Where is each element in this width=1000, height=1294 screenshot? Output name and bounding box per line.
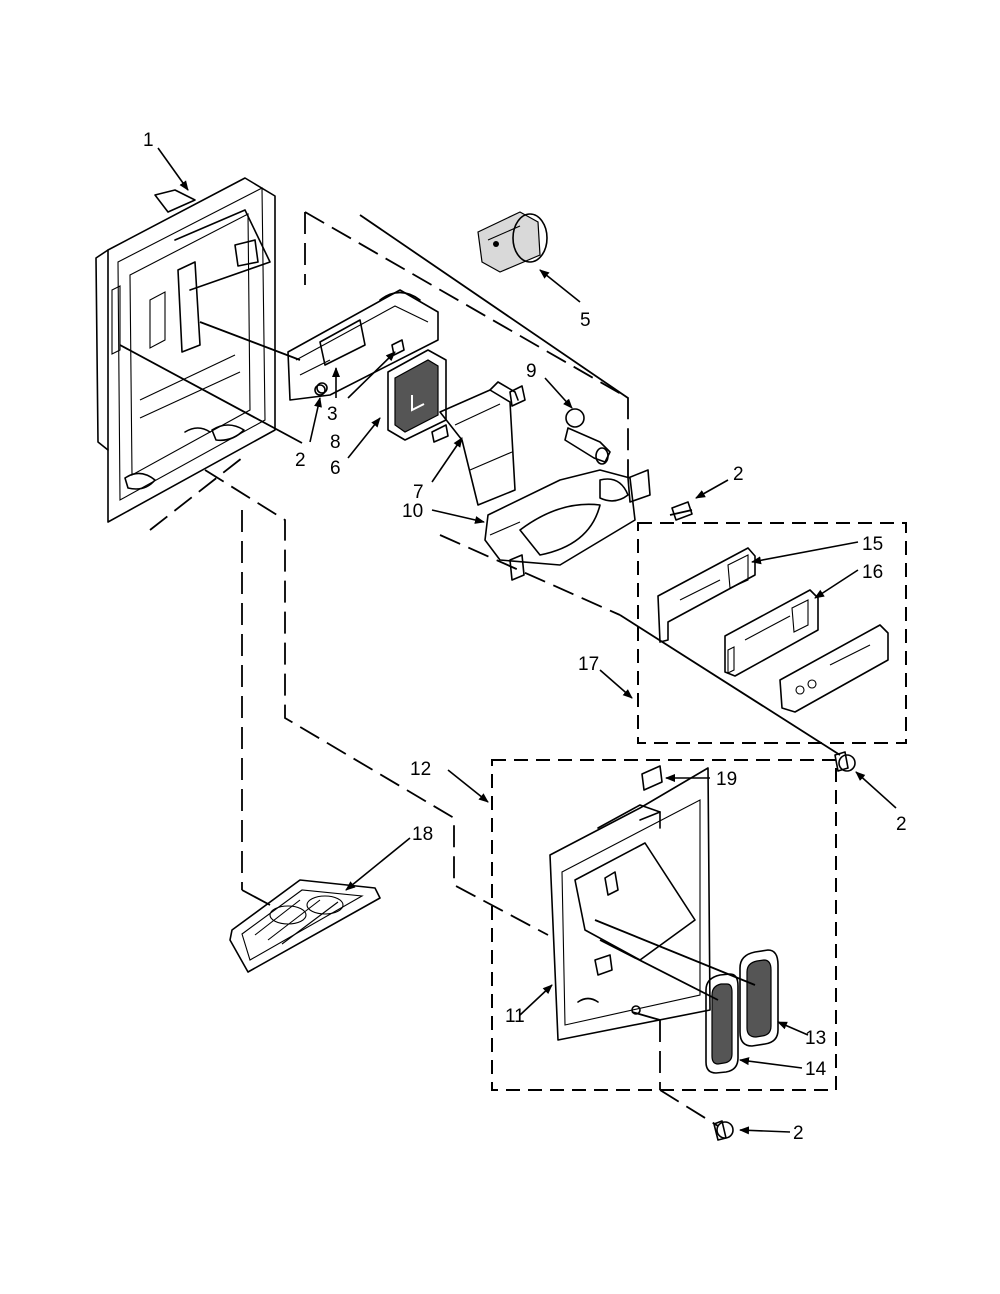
- callout-11: 11: [505, 1006, 525, 1027]
- callout-14: 14: [805, 1059, 827, 1080]
- leader-arrow-16: [814, 569, 859, 599]
- drip-tray-part[interactable]: [229, 879, 381, 973]
- callout-15: 15: [862, 534, 883, 555]
- paddle-part-14[interactable]: [705, 973, 739, 1074]
- motor-part[interactable]: [477, 211, 548, 273]
- connection-line: [594, 919, 756, 986]
- assembly-line: [439, 534, 621, 616]
- ice-chute-part[interactable]: [431, 381, 526, 506]
- leader-arrow-8: [347, 351, 396, 399]
- actuator-bracket-part[interactable]: [287, 289, 439, 401]
- screw-part-upper[interactable]: [671, 501, 693, 521]
- callout-13: 13: [805, 1028, 826, 1049]
- assembly-line: [659, 1089, 719, 1127]
- paddle-part-13[interactable]: [739, 949, 779, 1047]
- leader-arrow-18: [345, 837, 411, 891]
- mounting-bracket-part[interactable]: [627, 469, 651, 503]
- control-board-part-16[interactable]: [724, 589, 819, 677]
- screw-part-left[interactable]: [314, 384, 326, 396]
- connection-line: [241, 889, 271, 906]
- leader-arrow-7: [431, 437, 463, 483]
- assembly-line: [304, 211, 629, 478]
- callout-9: 9: [526, 361, 537, 382]
- leader-arrow-15: [751, 541, 859, 565]
- connection-line: [631, 1011, 661, 1021]
- leader-arrow-2c: [855, 771, 897, 809]
- connection-line: [599, 939, 719, 1001]
- callout-3: 3: [327, 404, 338, 425]
- leader-arrow-2a: [309, 397, 322, 443]
- callout-18: 18: [412, 824, 433, 845]
- leader-arrow-17: [599, 669, 633, 699]
- dispenser-housing-part[interactable]: [95, 177, 276, 523]
- callout-5: 5: [580, 310, 591, 331]
- leader-arrow-1: [157, 147, 189, 191]
- callout-6: 6: [330, 458, 341, 479]
- callout-12: 12: [410, 759, 431, 780]
- chute-door-part[interactable]: [387, 349, 447, 441]
- leader-arrow-13: [777, 1021, 809, 1036]
- leader-arrow-9: [544, 377, 573, 409]
- leader-arrow-2b: [695, 479, 729, 499]
- leader-arrow-14: [739, 1057, 803, 1069]
- leader-arrow-5: [539, 269, 581, 303]
- callout-1: 1: [143, 130, 154, 151]
- connection-line: [669, 509, 693, 516]
- leader-arrow-11: [519, 984, 553, 1016]
- callout-8: 8: [330, 432, 341, 453]
- callout-19: 19: [716, 769, 737, 790]
- connection-line: [199, 321, 301, 361]
- leader-arrow-10: [431, 509, 485, 524]
- solenoid-part[interactable]: [564, 408, 611, 465]
- control-assembly-box: [637, 522, 907, 744]
- connection-line: [359, 214, 629, 399]
- callout-7: 7: [413, 482, 424, 503]
- leader-arrow-12: [447, 769, 489, 803]
- ice-funnel-part[interactable]: [484, 469, 636, 581]
- switch-part-19[interactable]: [641, 765, 663, 791]
- lower-housing-part[interactable]: [549, 767, 711, 1041]
- callout-16: 16: [862, 562, 883, 583]
- lower-assembly-box: [491, 759, 837, 1091]
- assembly-line: [204, 469, 549, 936]
- screw-part-lower[interactable]: [713, 1120, 734, 1141]
- callout-2a: 2: [295, 450, 306, 471]
- connection-line: [619, 614, 841, 756]
- leader-arrow-6: [347, 417, 381, 459]
- callout-17: 17: [578, 654, 599, 675]
- callout-2b: 2: [733, 464, 744, 485]
- callout-2d: 2: [793, 1123, 804, 1144]
- connection-line: [119, 344, 303, 444]
- leader-arrow-2d: [739, 1126, 791, 1135]
- control-cover-part[interactable]: [779, 624, 889, 713]
- callout-2c: 2: [896, 814, 907, 835]
- screw-part-right[interactable]: [834, 751, 856, 772]
- callout-10: 10: [402, 501, 423, 522]
- assembly-line: [149, 457, 243, 531]
